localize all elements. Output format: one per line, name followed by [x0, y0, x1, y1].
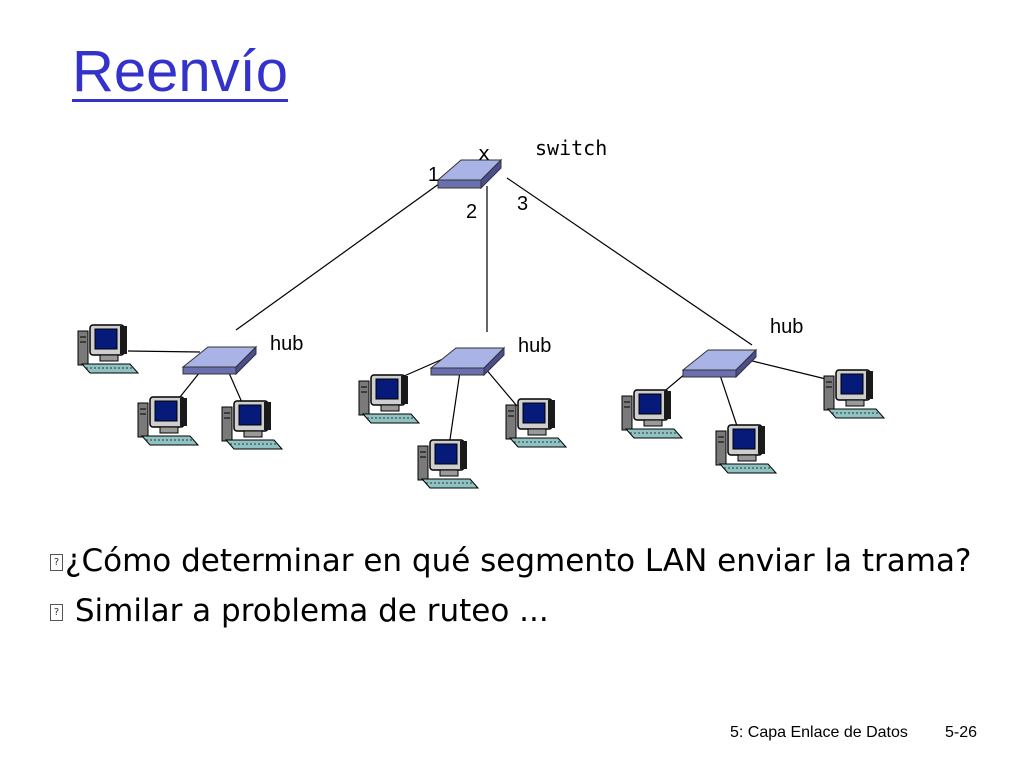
computer-6: [505, 398, 567, 448]
bullet-text: ¿Cómo determinar en qué segmento LAN env…: [65, 543, 972, 579]
computer-1: [77, 324, 139, 374]
hub-2: [430, 347, 505, 376]
computer-5: [417, 439, 479, 489]
link-switch-hub-1: [235, 180, 444, 331]
bullet-icon: ?: [50, 604, 63, 621]
hub-3: [682, 349, 757, 378]
switch-label: switch: [535, 136, 607, 160]
bullet-text: Similar a problema de ruteo ...: [65, 593, 549, 629]
footer-chapter: 5: Capa Enlace de Datos: [730, 724, 908, 741]
hub-1: [182, 346, 257, 375]
slide-title: Reenvío: [72, 39, 289, 104]
footer-page-number: 5-26: [945, 724, 978, 741]
hub-label-1: hub: [270, 333, 303, 355]
computer-9: [823, 369, 885, 419]
switch-device: [436, 158, 503, 190]
port-label-3: 3: [517, 193, 528, 215]
computer-2: [137, 396, 199, 446]
hub-label-3: hub: [770, 316, 803, 338]
bullet-icon: ?: [50, 554, 63, 571]
port-label-2: 2: [466, 201, 477, 223]
computer-3: [221, 400, 283, 450]
bullet-item: ? Similar a problema de ruteo ...: [50, 590, 1010, 632]
bullet-list: ?¿Cómo determinar en qué segmento LAN en…: [50, 540, 1010, 640]
bullet-item: ?¿Cómo determinar en qué segmento LAN en…: [50, 540, 1010, 582]
port-label-1: 1: [428, 164, 439, 186]
switch-mark: x: [478, 141, 490, 165]
network-diagram: x switch 1 2 3 hub hub hub: [77, 136, 885, 489]
switch-links: [235, 177, 753, 346]
computer-4: [358, 374, 420, 424]
computer-7: [621, 389, 683, 439]
hub-label-2: hub: [518, 335, 551, 357]
link-switch-hub-3: [506, 177, 753, 346]
computer-8: [715, 424, 777, 474]
